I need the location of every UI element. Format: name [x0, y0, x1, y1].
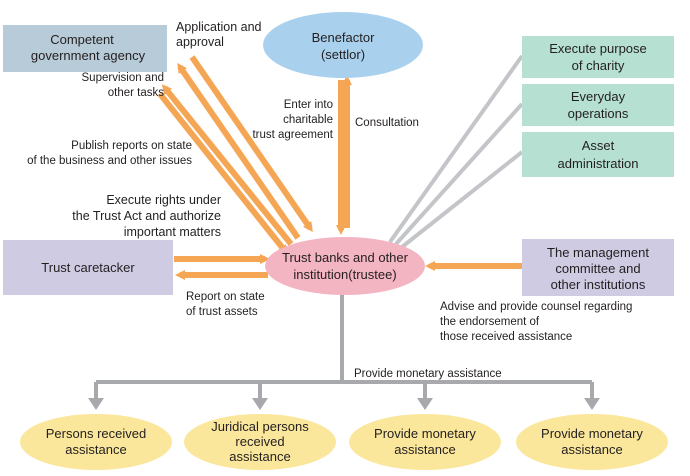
- ann-report-1: Report on state: [186, 291, 265, 303]
- agency-line-2: government agency: [31, 48, 146, 63]
- committee-line-2: committee and: [555, 261, 640, 276]
- arrow-application: [189, 55, 313, 233]
- line-asset: [400, 150, 524, 249]
- recipient-1-ellipse: [20, 414, 172, 470]
- ann-application-2: approval: [176, 35, 224, 49]
- ann-application-1: Application and: [176, 20, 262, 34]
- line-charity: [388, 54, 524, 244]
- arrow-publish: [161, 84, 294, 246]
- ann-provide: Provide monetary assistance: [354, 368, 502, 380]
- ann-execute-1: Execute rights under: [106, 193, 221, 207]
- recipient-2-line-2: received: [235, 434, 284, 449]
- charity-line-2: of charity: [572, 58, 625, 73]
- charity-box: [522, 36, 674, 78]
- recipient-3-ellipse: [349, 414, 501, 470]
- recipient-2-ellipse: [184, 414, 336, 470]
- ann-supervision-1: Supervision and: [82, 72, 164, 84]
- ann-consultation: Consultation: [355, 117, 419, 129]
- recipient-3-line-1: Provide monetary: [374, 426, 476, 441]
- benefactor-line-1: Benefactor: [312, 30, 376, 45]
- ann-enter-1: Enter into: [284, 99, 333, 111]
- committee-line-3: other institutions: [551, 277, 646, 292]
- asset-line-2: administration: [558, 156, 639, 171]
- trustee-line-2: institution(trustee): [293, 267, 396, 282]
- ann-execute-2: the Trust Act and authorize: [72, 209, 221, 223]
- ann-advise-1: Advise and provide counsel regarding: [440, 301, 632, 313]
- ann-supervision-2: other tasks: [108, 87, 164, 99]
- line-everyday: [394, 102, 524, 246]
- agency-box: [3, 25, 167, 72]
- recipient-1-line-2: assistance: [65, 442, 126, 457]
- caretaker-label: Trust caretacker: [41, 260, 135, 275]
- everyday-line-1: Everyday: [571, 89, 626, 104]
- recipient-2-line-1: Juridical persons: [211, 419, 309, 434]
- everyday-line-2: operations: [568, 106, 629, 121]
- gray-connectors: [388, 54, 524, 249]
- tree-arrowhead-2: [252, 398, 268, 410]
- asset-line-1: Asset: [582, 138, 615, 153]
- assistance-tree: [88, 290, 600, 410]
- recipient-4-line-1: Provide monetary: [541, 426, 643, 441]
- benefactor-ellipse: [263, 12, 423, 78]
- ann-execute-3: important matters: [124, 225, 221, 239]
- recipient-4-ellipse: [516, 414, 668, 470]
- tree-arrowhead-1: [88, 398, 104, 410]
- arrow-execute-rights: [157, 92, 289, 255]
- ann-publish-1: Publish reports on state: [71, 140, 192, 152]
- charity-line-1: Execute purpose: [549, 41, 647, 56]
- asset-box: [522, 132, 674, 177]
- ann-report-2: of trust assets: [186, 306, 258, 318]
- ann-advise-3: those received assistance: [440, 331, 572, 343]
- tree-arrowhead-3: [417, 398, 433, 410]
- tree-arrowhead-4: [584, 398, 600, 410]
- recipient-1-line-1: Persons received: [46, 426, 146, 441]
- benefactor-line-2: (settlor): [321, 47, 365, 62]
- everyday-box: [522, 84, 674, 126]
- agency-label: Competent government agency: [31, 32, 146, 63]
- arrow-supervision: [177, 62, 301, 240]
- agency-line-1: Competent: [50, 32, 114, 47]
- recipient-2-line-3: assistance: [229, 449, 290, 464]
- committee-line-1: The management: [547, 245, 649, 260]
- trustee-ellipse: [265, 237, 425, 295]
- caretaker-box: [3, 240, 173, 295]
- ann-enter-3: trust agreement: [252, 129, 333, 141]
- committee-box: [522, 239, 674, 296]
- trustee-line-1: Trust banks and other: [282, 250, 409, 265]
- ann-publish-2: of the business and other issues: [27, 155, 192, 167]
- recipient-3-line-2: assistance: [394, 442, 455, 457]
- ann-advise-2: the endorsement of: [440, 316, 540, 328]
- ann-enter-2: charitable: [283, 114, 333, 126]
- recipient-4-line-2: assistance: [561, 442, 622, 457]
- orange-arrows: [157, 55, 522, 280]
